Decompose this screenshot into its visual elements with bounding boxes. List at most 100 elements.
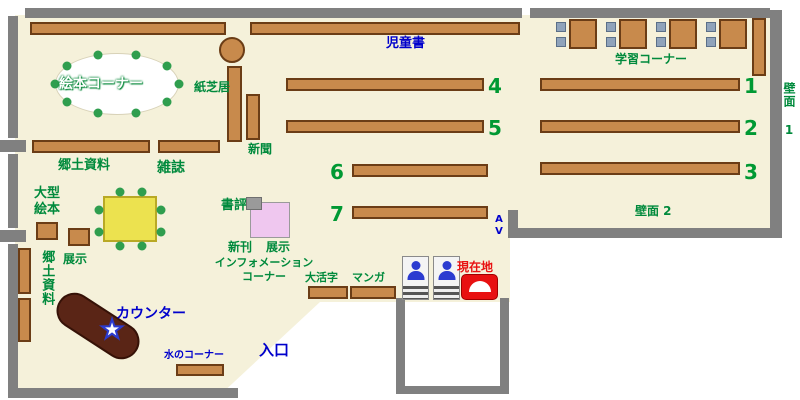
display-box-1	[36, 222, 58, 240]
bookshelf-4	[286, 78, 484, 91]
study-corner-shelf	[752, 18, 766, 76]
opac-person-icon	[442, 261, 451, 270]
label-newspaper: 新聞	[248, 142, 273, 156]
label-new-arrivals: 新刊	[228, 240, 253, 254]
wall-pillar-left-1	[0, 140, 26, 152]
chair-dot	[131, 50, 141, 60]
opac-person-icon	[407, 271, 424, 280]
label-av: AV	[493, 214, 505, 238]
left-wall-shelf-lower	[18, 298, 31, 342]
kamishibai-shelf	[227, 66, 242, 142]
bookshelf-6	[352, 164, 488, 177]
study-chair	[706, 22, 716, 32]
counter-star-icon: ★	[99, 314, 124, 346]
bookshelf-2	[540, 120, 740, 133]
study-chair	[606, 22, 616, 32]
wall-bottom-left	[8, 388, 238, 398]
bookshelf-3	[540, 162, 740, 175]
study-desk-unit	[556, 19, 598, 51]
current-location-marker	[461, 274, 498, 300]
wall-left-lower	[8, 244, 18, 390]
chair-dot	[115, 187, 125, 197]
vestibule-wall-left	[396, 298, 405, 394]
wall-left-middle	[8, 154, 18, 228]
manga-shelf	[350, 286, 396, 299]
label-magazines: 雑誌	[157, 160, 185, 176]
chair-dot	[94, 227, 104, 237]
label-children-books: 児童書	[386, 36, 426, 51]
shelf-number-3: 3	[744, 160, 758, 184]
wall-left-upper	[8, 16, 18, 138]
study-chair	[606, 37, 616, 47]
chair-dot	[162, 97, 172, 107]
label-large-print: 大活字	[305, 271, 338, 284]
chair-dot	[131, 108, 141, 118]
label-wall-1: 壁面 1	[782, 82, 796, 138]
newspaper-shelf	[246, 94, 260, 140]
chair-dot	[115, 241, 125, 251]
current-location-dome	[468, 281, 491, 292]
reading-table-yellow	[103, 196, 157, 242]
opac-person-icon	[411, 261, 420, 270]
label-picture-book-corner: 絵本コーナー	[59, 76, 143, 92]
picture-book-table	[55, 53, 179, 115]
chair-dot	[94, 205, 104, 215]
label-manga: マンガ	[352, 271, 385, 284]
bookshelf-7	[352, 206, 488, 219]
magazine-shelf	[158, 140, 220, 153]
chair-dot	[137, 187, 147, 197]
opac-terminal	[433, 256, 460, 300]
label-entrance: 入口	[259, 341, 290, 359]
label-local-materials-vertical: 郷土資料	[39, 250, 55, 306]
chair-dot	[156, 205, 166, 215]
label-wall-2: 壁面 2	[635, 204, 672, 218]
chair-dot	[93, 50, 103, 60]
label-kamishibai: 紙芝居	[194, 80, 231, 94]
shelf-children-top-left	[30, 22, 226, 35]
shelf-number-1: 1	[744, 74, 758, 98]
local-materials-shelf	[32, 140, 150, 153]
opac-base	[434, 286, 459, 299]
large-print-shelf	[308, 286, 348, 299]
study-desk-unit	[656, 19, 698, 51]
wall-top-left	[25, 8, 522, 18]
chair-dot	[174, 79, 184, 89]
study-chair	[656, 37, 666, 47]
label-large-picture-books: 大型 絵本	[34, 186, 61, 218]
study-desk	[719, 19, 747, 49]
water-corner-shelf	[176, 364, 224, 376]
shelf-number-7: 7	[330, 202, 344, 226]
chair-dot	[62, 97, 72, 107]
display-gray-box	[246, 197, 262, 210]
chair-dot	[162, 61, 172, 71]
chair-dot	[156, 227, 166, 237]
label-book-review: 書評	[221, 198, 248, 213]
study-desk-unit	[606, 19, 648, 51]
study-chair	[556, 37, 566, 47]
study-chair	[706, 37, 716, 47]
label-exhibit-center: 展示	[266, 240, 291, 254]
label-study-corner: 学習コーナー	[615, 52, 688, 66]
study-desk	[619, 19, 647, 49]
wall-bottom-right	[518, 228, 770, 238]
bookshelf-1	[540, 78, 740, 91]
label-counter: カウンター	[116, 306, 186, 322]
bookshelf-5	[286, 120, 484, 133]
opac-base	[403, 286, 428, 299]
display-box-2	[68, 228, 90, 246]
chair-dot	[93, 108, 103, 118]
chair-dot	[50, 79, 60, 89]
opac-person-icon	[438, 271, 455, 280]
shelf-number-2: 2	[744, 116, 758, 140]
wall-stub-av	[508, 210, 518, 238]
study-desk	[569, 19, 597, 49]
label-information-corner: インフォメーション コーナー	[214, 256, 314, 283]
wall-top-right	[530, 8, 770, 18]
label-water-corner: 水のコーナー	[164, 350, 224, 361]
study-desk	[669, 19, 697, 49]
label-local-materials: 郷土資料	[58, 158, 111, 173]
chair-dot	[137, 241, 147, 251]
shelf-number-6: 6	[330, 160, 344, 184]
kamishibai-round-table	[219, 37, 245, 63]
